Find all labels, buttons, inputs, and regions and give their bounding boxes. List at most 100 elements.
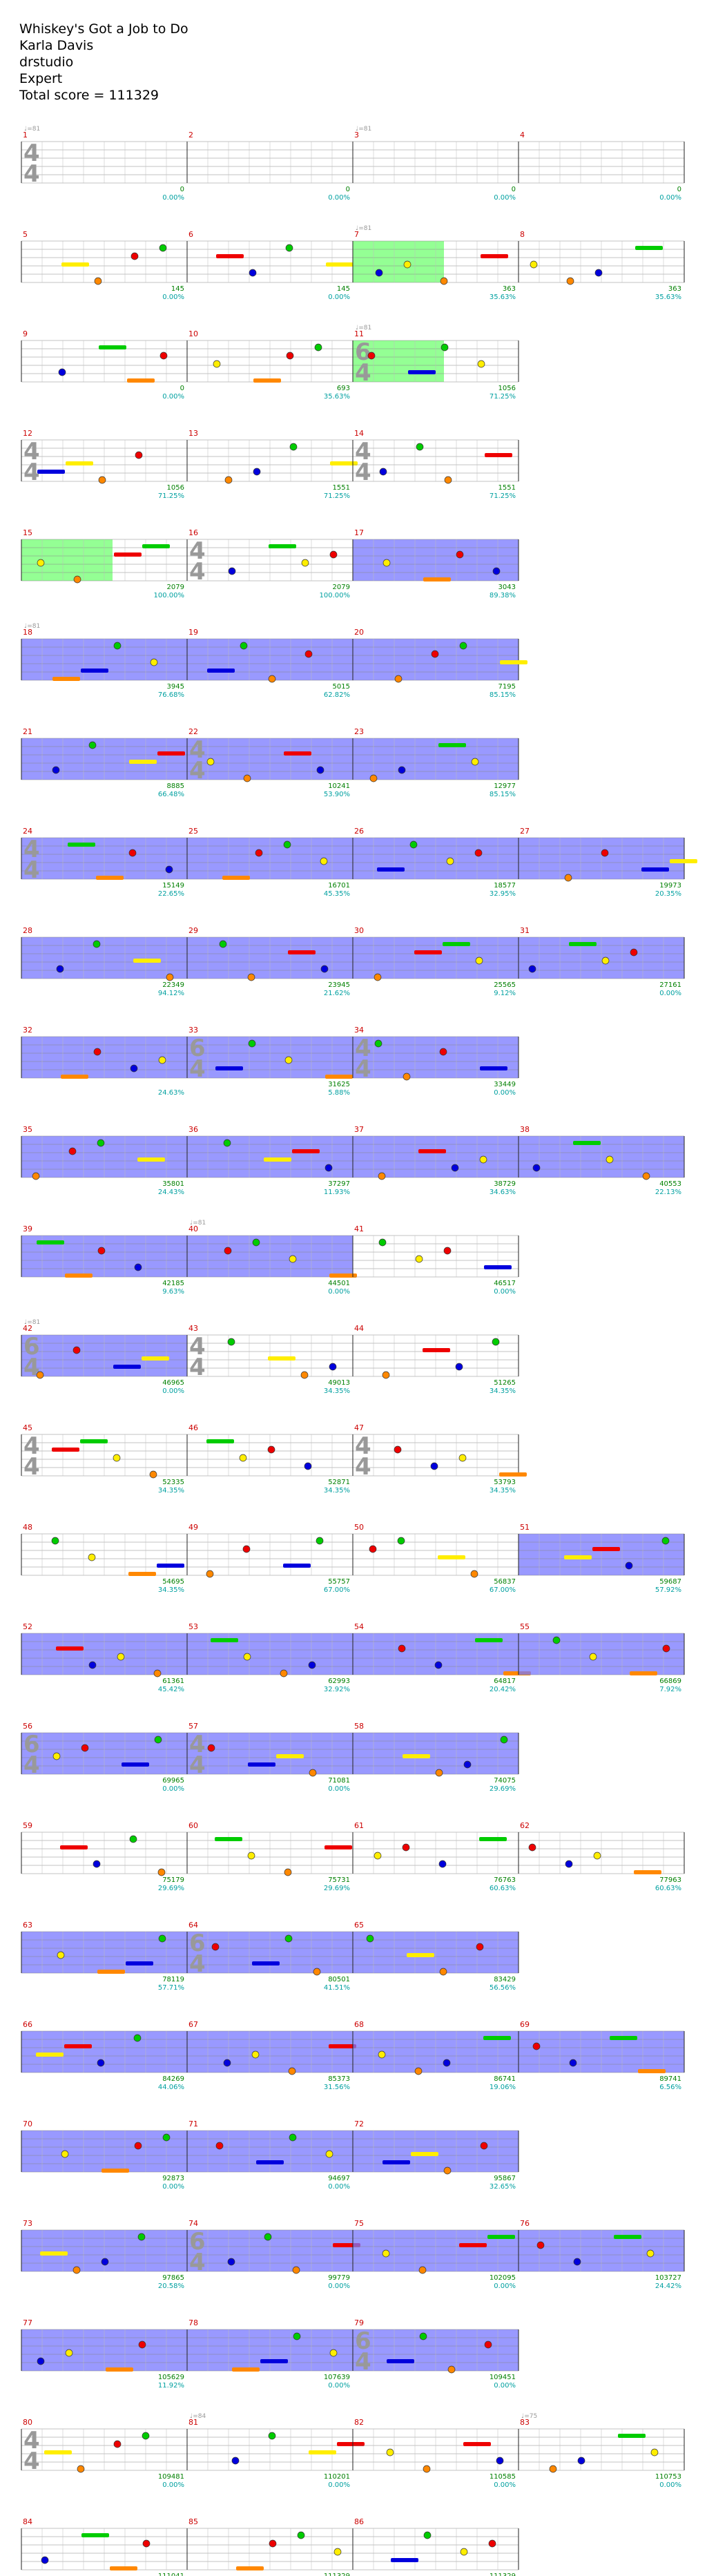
sp-percent: 34.35%: [490, 1487, 516, 1494]
blue-sustain: [283, 1564, 311, 1568]
measure-score: 110753: [655, 2473, 681, 2481]
blue-note: [101, 2258, 109, 2266]
yellow-note: [61, 2150, 69, 2158]
blue-sustain: [480, 1066, 507, 1070]
measure-number: 10: [188, 329, 198, 338]
measure-number: 46: [188, 1423, 198, 1432]
measure-score: 10241: [328, 782, 350, 790]
red-note: [128, 849, 137, 857]
yellow-sustain: [407, 1953, 434, 1957]
measure-score: 71081: [328, 1777, 350, 1785]
red-note: [369, 1545, 377, 1553]
measure-score: 33449: [494, 1081, 516, 1088]
yellow-sustain: [44, 2450, 72, 2454]
blue-sustain: [248, 1762, 275, 1767]
blue-note: [496, 2457, 504, 2465]
sp-percent: 31.56%: [324, 2084, 350, 2091]
blue-note: [227, 2258, 235, 2266]
time-signature-bottom: 4: [189, 757, 206, 785]
red-sustain: [418, 1149, 446, 1153]
green-sustain: [573, 1141, 601, 1145]
sp-percent: 0.00%: [162, 2183, 184, 2191]
green-note: [459, 642, 467, 650]
red-note: [113, 2440, 122, 2448]
blue-sustain: [641, 867, 669, 872]
yellow-note: [606, 1155, 614, 1164]
time-signature-top: 4: [23, 836, 40, 863]
measure-score: 0: [180, 385, 184, 392]
measure-number: 86: [354, 2517, 364, 2526]
tempo-marker: ♩=84: [190, 2413, 206, 2420]
time-signature-bottom: 4: [23, 160, 40, 188]
time-signature-bottom: 4: [189, 1354, 206, 1381]
measure-number: 13: [188, 429, 198, 438]
measure-score: 62993: [328, 1678, 350, 1685]
measure-number: 82: [354, 2418, 364, 2427]
red-note: [367, 352, 376, 360]
measure-score: 693: [337, 385, 350, 392]
sp-percent: 35.63%: [655, 294, 681, 301]
green-note: [154, 1736, 162, 1744]
green-sustain: [142, 544, 170, 548]
sp-percent: 0.00%: [659, 2481, 681, 2489]
measure-score: 49013: [328, 1379, 350, 1387]
measure-score: 1551: [333, 484, 350, 492]
green-note: [289, 2133, 297, 2142]
blue-note: [528, 965, 536, 973]
measure-number: 26: [354, 827, 364, 836]
blue-note: [316, 766, 325, 774]
measure-number: 81: [188, 2418, 198, 2427]
measure-score: 54695: [162, 1578, 184, 1586]
sp-percent: 67.00%: [324, 1586, 350, 1594]
measure-score: 8885: [167, 782, 184, 790]
blue-sustain: [408, 370, 436, 374]
yellow-note: [320, 857, 328, 865]
measure-number: 37: [354, 1125, 364, 1134]
red-note: [130, 252, 139, 260]
measure-score: 107639: [324, 2374, 350, 2381]
green-note: [552, 1636, 561, 1644]
measure-number: 71: [188, 2120, 198, 2128]
yellow-note: [479, 1155, 487, 1164]
sp-percent: 34.35%: [324, 1487, 350, 1494]
sp-percent: 66.48%: [158, 791, 184, 798]
sp-percent: 24.63%: [158, 1089, 184, 1097]
measure-score: 46517: [494, 1280, 516, 1287]
orange-note: [153, 1669, 162, 1678]
measure-score: 56837: [494, 1578, 516, 1586]
yellow-note: [65, 2349, 73, 2357]
measure-number: 12: [23, 429, 32, 438]
red-note: [536, 2241, 545, 2249]
blue-note: [492, 567, 501, 575]
blue-note: [253, 468, 261, 476]
measure-number: 40: [188, 1224, 198, 1233]
measure-score: 83429: [494, 1976, 516, 1983]
sp-percent: 20.42%: [490, 1686, 516, 1693]
blue-note: [249, 269, 257, 277]
sp-percent: 0.00%: [162, 194, 184, 202]
sp-percent: 0.00%: [659, 194, 681, 202]
measure-score: 3945: [167, 683, 184, 691]
green-sustain: [618, 2434, 646, 2438]
yellow-note: [374, 1852, 382, 1860]
song-title: Whiskey's Got a Job to Do: [19, 21, 188, 37]
orange-note: [470, 1570, 478, 1578]
measure-score: 40553: [659, 1180, 681, 1188]
green-sustain: [443, 942, 470, 946]
measure-number: 73: [23, 2219, 32, 2228]
sp-percent: 34.35%: [158, 1586, 184, 1594]
measure-number: 58: [354, 1722, 364, 1731]
measure-number: 54: [354, 1622, 364, 1631]
red-note: [267, 1445, 275, 1454]
yellow-note: [37, 559, 45, 567]
sp-percent: 94.12%: [158, 990, 184, 997]
sp-percent: 35.63%: [490, 294, 516, 301]
measure-score: 85373: [328, 2075, 350, 2083]
orange-note: [418, 2266, 427, 2274]
orange-note: [98, 476, 106, 484]
red-sustain: [592, 1547, 620, 1551]
sp-percent: 71.25%: [324, 492, 350, 500]
blue-sustain: [113, 1365, 141, 1369]
yellow-sustain: [36, 2053, 64, 2057]
orange-sustain: [499, 1472, 527, 1477]
